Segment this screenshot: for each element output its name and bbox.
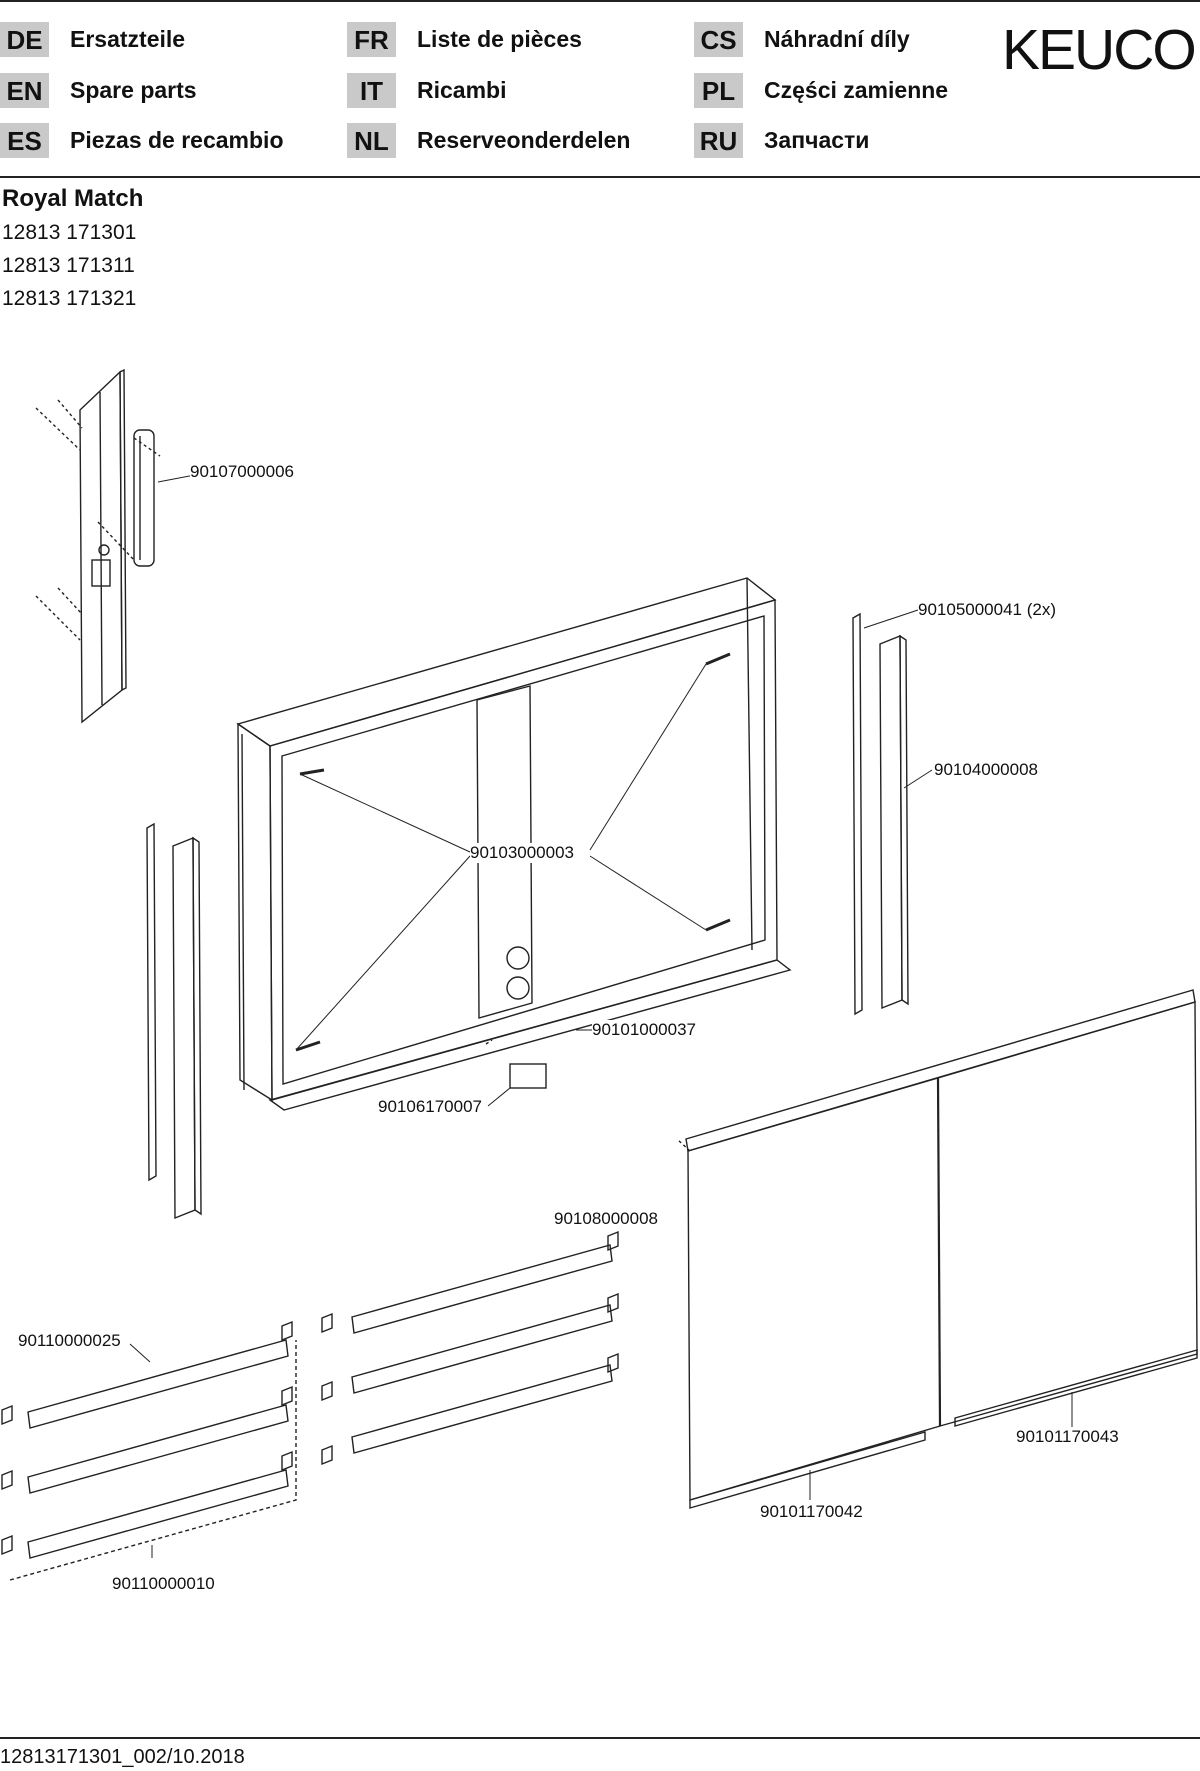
- cabinet-body: [236, 577, 792, 1111]
- product-title: Royal Match: [2, 185, 144, 212]
- part-number-label: 90110000010: [112, 1574, 215, 1594]
- lang-label-nl: Reserveonderdelen: [417, 127, 631, 153]
- top-rule: [0, 0, 1200, 2]
- lang-code-pl: PL: [694, 73, 743, 108]
- lang-label-ru: Запчасти: [764, 127, 870, 153]
- part-number-label: 90108000008: [554, 1209, 659, 1229]
- shelf-holders: [1, 1230, 619, 1581]
- light-profile-right: [852, 612, 909, 1016]
- article-number: 12813 171321: [2, 287, 137, 310]
- part-number-label: 90106170007: [378, 1097, 483, 1117]
- lang-label-es: Piezas de recambio: [70, 127, 284, 153]
- part-number-label: 90101000037: [592, 1020, 697, 1040]
- lang-code-ru: RU: [694, 123, 743, 158]
- side-panel-electrics: [35, 368, 161, 724]
- lang-code-nl: NL: [347, 123, 396, 158]
- light-profile-left: [146, 822, 202, 1220]
- lang-code-es: ES: [0, 123, 49, 158]
- document-id: 12813171301_002/10.2018: [0, 1746, 245, 1768]
- lang-label-de: Ersatzteile: [70, 26, 186, 52]
- lang-code-it: IT: [347, 73, 396, 108]
- lang-code-de: DE: [0, 22, 49, 57]
- glass-shelves: [27, 1244, 613, 1559]
- lang-label-fr: Liste de pièces: [417, 26, 582, 52]
- part-number-label: 90103000003: [470, 843, 575, 863]
- article-number: 12813 171311: [2, 254, 135, 277]
- part-number-label: 90101170043: [1016, 1427, 1119, 1447]
- lang-label-pl: Części zamienne: [764, 77, 949, 103]
- mirror-doors: [677, 989, 1198, 1509]
- part-number-label: 90101170042: [760, 1502, 863, 1522]
- part-number-label: 90110000025: [18, 1331, 121, 1351]
- part-number-label: 90107000006: [190, 462, 295, 482]
- leader-lines: [129, 473, 1073, 1558]
- lang-code-en: EN: [0, 73, 49, 108]
- exploded-view-drawing: [1, 368, 1198, 1581]
- part-number-label: 90105000041 (2x): [918, 600, 1057, 620]
- footer-rule: [0, 1737, 1200, 1739]
- lang-label-en: Spare parts: [70, 77, 197, 103]
- brand-logo: KEUCO: [1002, 18, 1197, 82]
- lang-label-cs: Náhradní díly: [764, 26, 910, 52]
- header-rule: [0, 176, 1200, 178]
- lang-code-fr: FR: [347, 22, 396, 57]
- part-number-label: 90104000008: [934, 760, 1039, 780]
- lang-code-cs: CS: [694, 22, 743, 57]
- article-number: 12813 171301: [2, 221, 137, 244]
- lang-label-it: Ricambi: [417, 77, 507, 103]
